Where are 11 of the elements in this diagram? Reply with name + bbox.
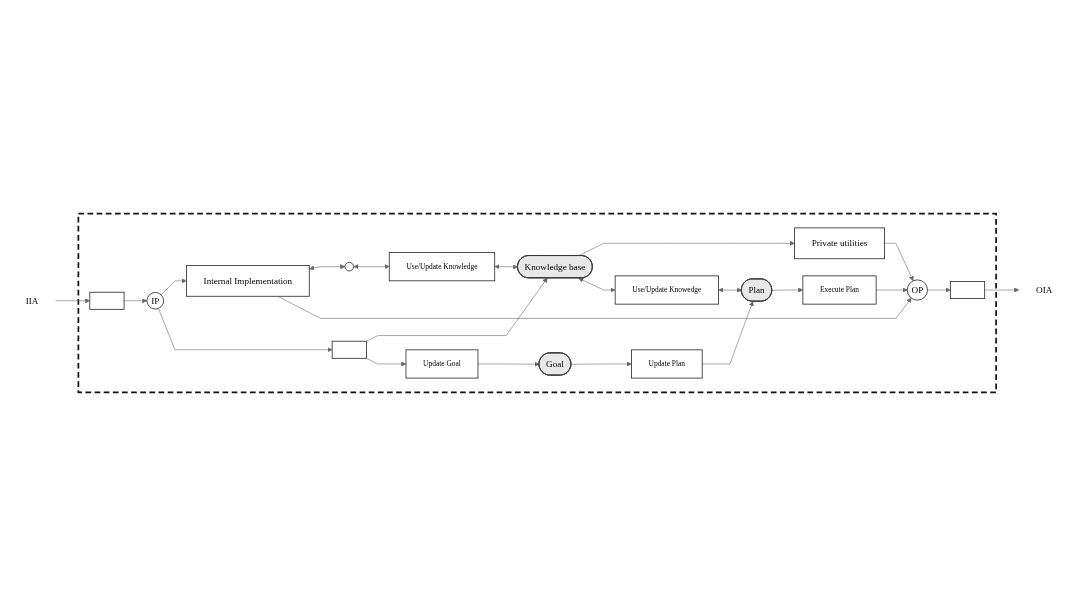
node-circle: OP <box>906 279 928 301</box>
node-bar <box>949 281 986 299</box>
node-box: Private utilities <box>794 227 885 260</box>
cluster <box>77 212 997 394</box>
node-bar <box>331 340 367 359</box>
node-circle: IP <box>146 292 165 310</box>
node-circle <box>344 261 354 272</box>
node-text: IIA <box>25 295 39 306</box>
node-box: Internal Implementation <box>186 265 310 297</box>
node-bar <box>89 291 125 310</box>
node-text: OIA <box>1036 284 1053 295</box>
